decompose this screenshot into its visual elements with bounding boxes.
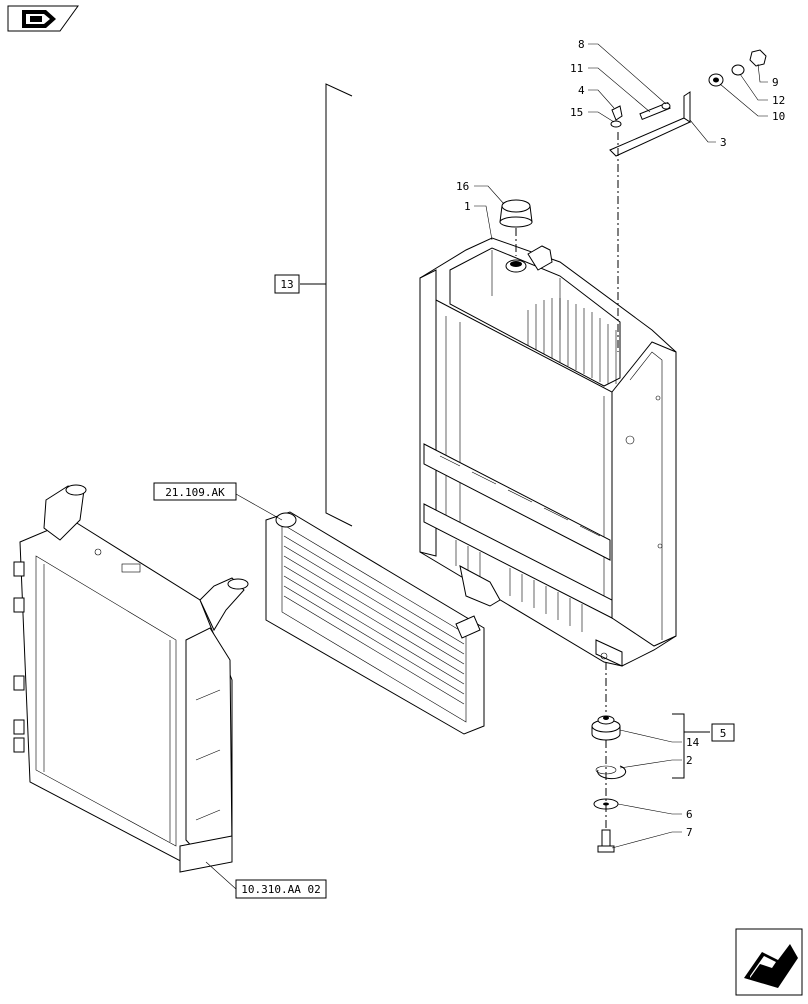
ref-label-cooling-package: 10.310.AA 02	[241, 883, 320, 896]
ref-label-intercooler: 21.109.AK	[165, 486, 225, 499]
leader-intercooler	[235, 493, 283, 521]
leader-lines	[474, 43, 768, 849]
callout-3: 3	[720, 136, 727, 149]
callout-14: 14	[686, 736, 700, 749]
callout-13: 13	[280, 278, 293, 291]
kit-13-bracket	[274, 83, 353, 527]
intercooler	[265, 511, 485, 735]
callout-6: 6	[686, 808, 693, 821]
radiator-assembly	[419, 237, 677, 667]
leader-cooling-package	[205, 861, 237, 890]
callout-8: 8	[578, 38, 585, 51]
cooling-package	[13, 484, 249, 873]
callout-4: 4	[578, 84, 585, 97]
callout-1: 1	[464, 200, 471, 213]
upper-bracket-hardware	[609, 49, 767, 157]
callout-16: 16	[456, 180, 469, 193]
callout-2: 2	[686, 754, 693, 767]
callout-12: 12	[772, 94, 785, 107]
filler-cap	[499, 199, 533, 228]
callout-7: 7	[686, 826, 693, 839]
callout-9: 9	[772, 76, 779, 89]
callout-15: 15	[570, 106, 583, 119]
callout-5: 5	[720, 727, 727, 740]
next-page-arrow-icon[interactable]	[735, 928, 803, 996]
callout-11: 11	[570, 62, 583, 75]
kit-5-bracket	[672, 713, 735, 779]
book-arrow-icon[interactable]	[7, 5, 79, 32]
lower-mount-hardware	[591, 715, 627, 853]
callout-10: 10	[772, 110, 785, 123]
